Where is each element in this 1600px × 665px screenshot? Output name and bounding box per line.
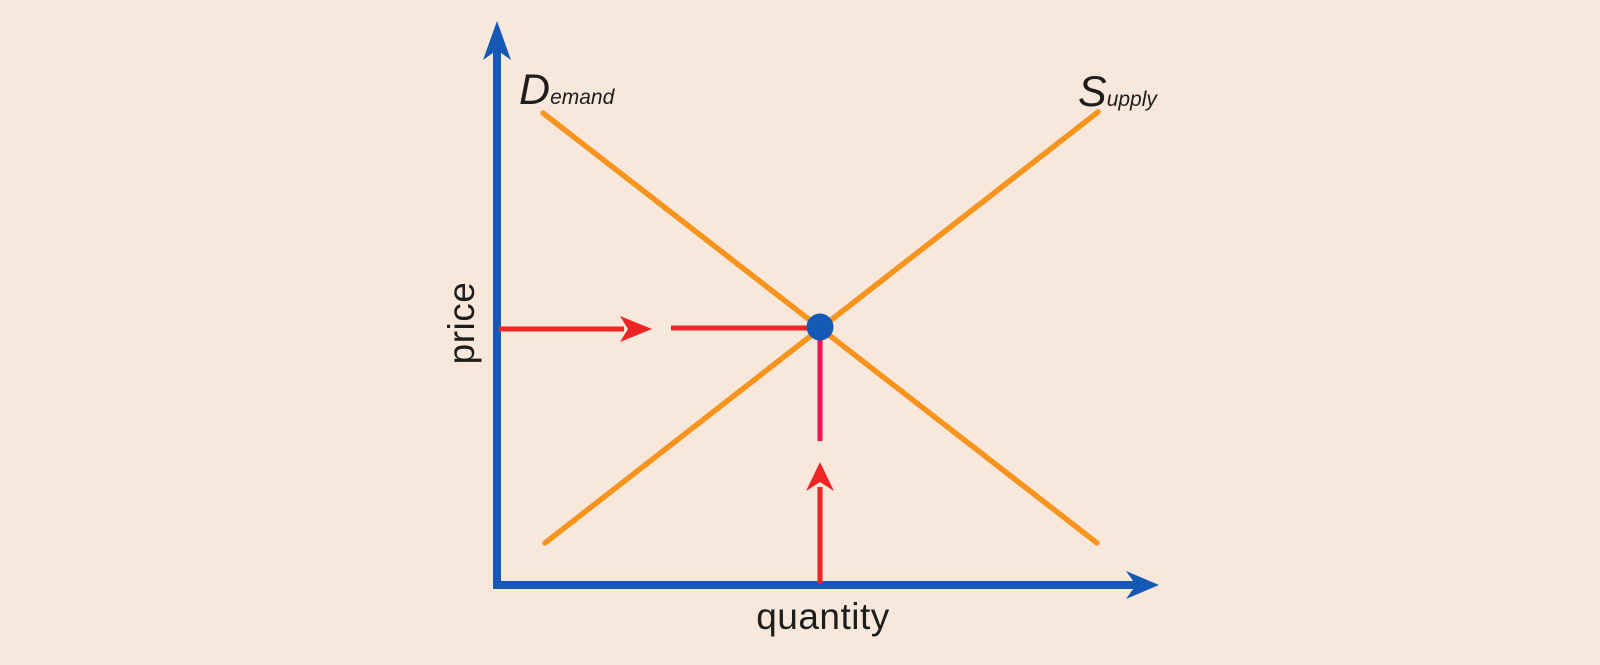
x-axis-label: quantity [756, 596, 890, 637]
demand-label: Demand [519, 66, 616, 114]
y-axis-label: price [441, 282, 482, 365]
demand-letter: D [519, 66, 550, 114]
price-arrowhead-icon [620, 316, 652, 342]
y-axis-arrowhead-icon [483, 21, 511, 60]
supply-label: Supply [1078, 68, 1158, 116]
quantity-arrowhead-icon [806, 462, 834, 491]
supply-subscript: upply [1107, 88, 1159, 111]
equilibrium-point [806, 313, 834, 341]
demand-subscript: emand [550, 86, 616, 109]
supply-letter: S [1078, 68, 1107, 116]
x-axis-arrowhead-icon [1126, 571, 1159, 599]
